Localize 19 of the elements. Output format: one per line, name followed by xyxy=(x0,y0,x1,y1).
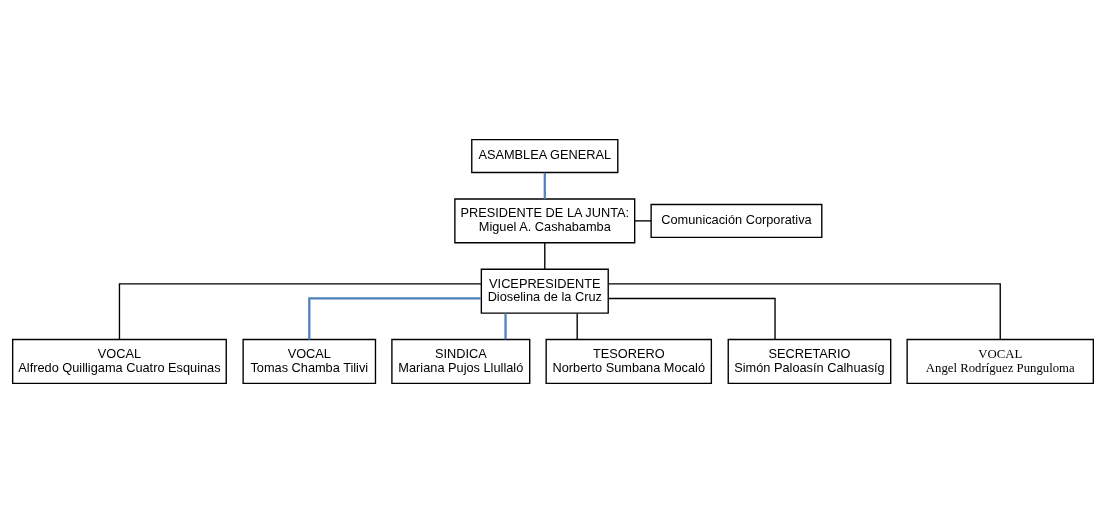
node-box: PRESIDENTE DE LA JUNTA: Miguel A. Cashabamba xyxy=(454,197,636,243)
node-box: VOCAL Angel Rodríguez Punguloma xyxy=(906,338,1094,384)
node-box: VOCAL Tomas Chamba Tilivi xyxy=(242,338,377,384)
connector xyxy=(634,219,652,222)
connector xyxy=(576,312,578,340)
node-box: VICEPRESIDENTE Dioselina de la Cruz xyxy=(480,268,609,314)
connector xyxy=(118,282,483,340)
connector xyxy=(607,282,1001,340)
node-box: SECRETARIO Simón Paloasín Calhuasíg xyxy=(727,338,892,384)
node-box: VOCAL Alfredo Quilligama Cuatro Esquinas xyxy=(12,338,227,384)
node-box: SINDICA Mariana Pujos Llullaló xyxy=(391,338,531,384)
node-box: Comunicación Corporativa xyxy=(650,203,823,238)
connector xyxy=(543,172,546,199)
node-box: ASAMBLEA GENERAL xyxy=(471,138,619,173)
node-box: TESORERO Norberto Sumbana Mocaló xyxy=(545,338,713,384)
connector xyxy=(544,241,546,270)
connector xyxy=(308,296,482,339)
connector xyxy=(504,312,507,339)
connector xyxy=(607,297,776,340)
